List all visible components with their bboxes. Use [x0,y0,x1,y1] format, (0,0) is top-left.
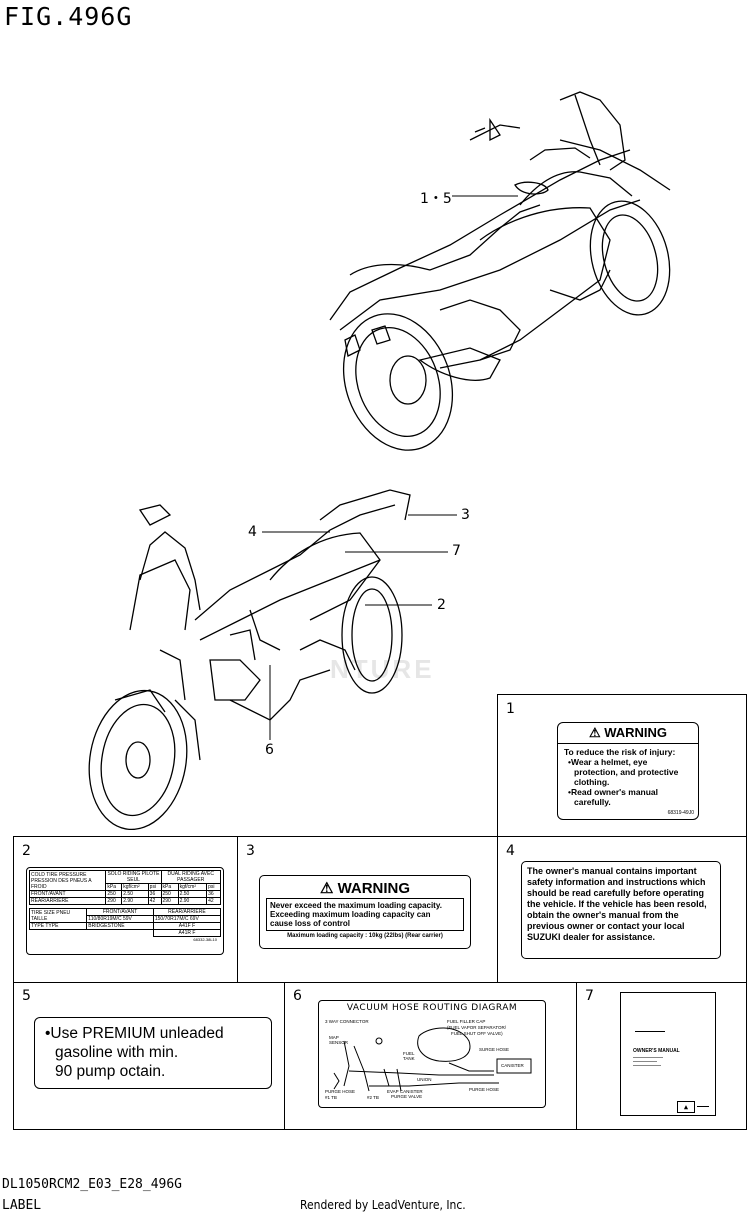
callout-2: 2 [437,597,446,613]
callout-4: 4 [248,524,257,540]
callout-7: 7 [452,543,461,559]
callout-3: 3 [461,507,470,523]
cell-number-1: 1 [506,701,515,717]
table-row: REAR/ARRIERE 290 2.90 42 290 2.90 42 [28,897,221,905]
person-icon: ▲ [677,1101,695,1113]
label-1-warning: ⚠ WARNING To reduce the risk of injury: … [557,722,699,820]
cell-number-7: 7 [585,988,594,1004]
hose-routing-drawing [333,1027,532,1092]
callout-6: 6 [265,742,274,758]
figure-title: FIG.496G [4,2,133,31]
label-1-body: To reduce the risk of injury: •Wear a he… [564,747,679,807]
label-3-loading-warning: ⚠ WARNING Never exceed the maximum loadi… [259,875,471,949]
label-1-code: 68319-49J0 [667,810,694,816]
cell-number-4: 4 [506,843,515,859]
tire-pressure-table: COLD TIRE PRESSURE PRESSION DES PNEUS A … [28,870,221,905]
label-7-title: OWNER'S MANUAL [633,1048,680,1054]
label-5-body: •Use PREMIUM unleaded gasoline with min.… [45,1025,224,1080]
label-1-heading: ⚠ WARNING [558,723,698,744]
label-6-title: VACUUM HOSE ROUTING DIAGRAM [346,1003,518,1013]
motorcycle-illustrations [88,91,671,830]
warning-triangle-icon: ⚠ [319,880,334,897]
table-row: FRONT/AVANT 250 2.50 36 250 2.50 36 [28,890,221,898]
footer-label: LABEL [2,1198,42,1213]
manual-title-line [635,1031,665,1032]
label-3-heading: ⚠ WARNING [319,880,411,897]
cell-number-5: 5 [22,988,31,1004]
label-2-code: 68332-38L10 [193,937,217,942]
label-4-body: The owner's manual contains important sa… [527,866,707,942]
cell-number-2: 2 [22,843,31,859]
watermark-text: NTURE [330,654,435,684]
footer-diagram-code: DL1050RCM2_E03_E28_496G [2,1177,183,1192]
label-5-fuel: •Use PREMIUM unleaded gasoline with min.… [34,1017,272,1089]
lower-motorcycle-drawing [88,489,411,830]
footer-rendered-by: Rendered by LeadVenture, Inc. [300,1198,466,1212]
cell-number-3: 3 [246,843,255,859]
label-2-tire-pressure: COLD TIRE PRESSURE PRESSION DES PNEUS A … [26,867,224,955]
label-6-vacuum-hose-diagram: VACUUM HOSE ROUTING DIAGRAM 3 WAY CONNEC… [318,1000,546,1108]
label-4-owners-manual-notice: The owner's manual contains important sa… [521,861,721,959]
warning-triangle-icon: ⚠ [588,725,601,740]
label-7-owners-manual: OWNER'S MANUAL ▲ [620,992,716,1116]
callout-1-5: 1・5 [420,191,452,207]
label-3-body: Never exceed the maximum loading capacit… [266,898,464,931]
label-3-footer: Maximum loading capacity : 10kg (22lbs) … [287,933,443,939]
cell-number-6: 6 [293,988,302,1004]
tire-size-table: TIRE SIZE PNEU TAILLE FRONT/AVANT REAR/A… [28,908,222,937]
upper-motorcycle-drawing [329,91,671,451]
